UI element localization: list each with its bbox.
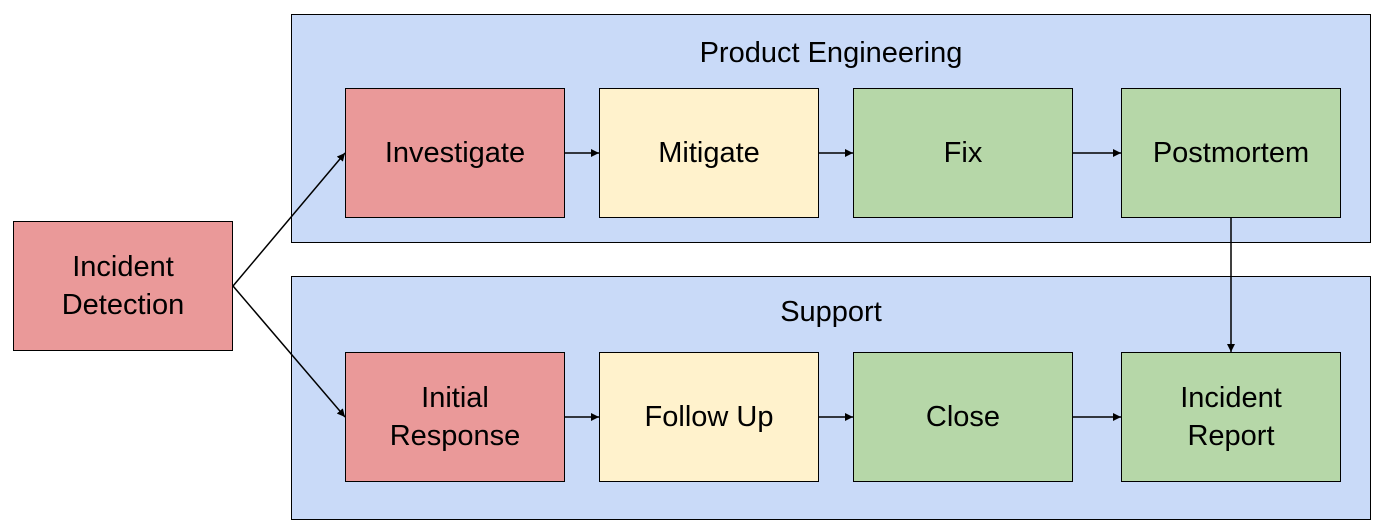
lane-title-product-engineering: Product Engineering bbox=[699, 37, 963, 69]
node-incident-detection: Incident Detection bbox=[13, 221, 233, 351]
node-close: Close bbox=[853, 352, 1073, 482]
lane-title-support: Support bbox=[780, 296, 882, 328]
node-investigate: Investigate bbox=[345, 88, 565, 218]
node-mitigate: Mitigate bbox=[599, 88, 819, 218]
node-follow-up: Follow Up bbox=[599, 352, 819, 482]
node-incident-report: Incident Report bbox=[1121, 352, 1341, 482]
node-fix: Fix bbox=[853, 88, 1073, 218]
node-initial-response: Initial Response bbox=[345, 352, 565, 482]
node-postmortem: Postmortem bbox=[1121, 88, 1341, 218]
